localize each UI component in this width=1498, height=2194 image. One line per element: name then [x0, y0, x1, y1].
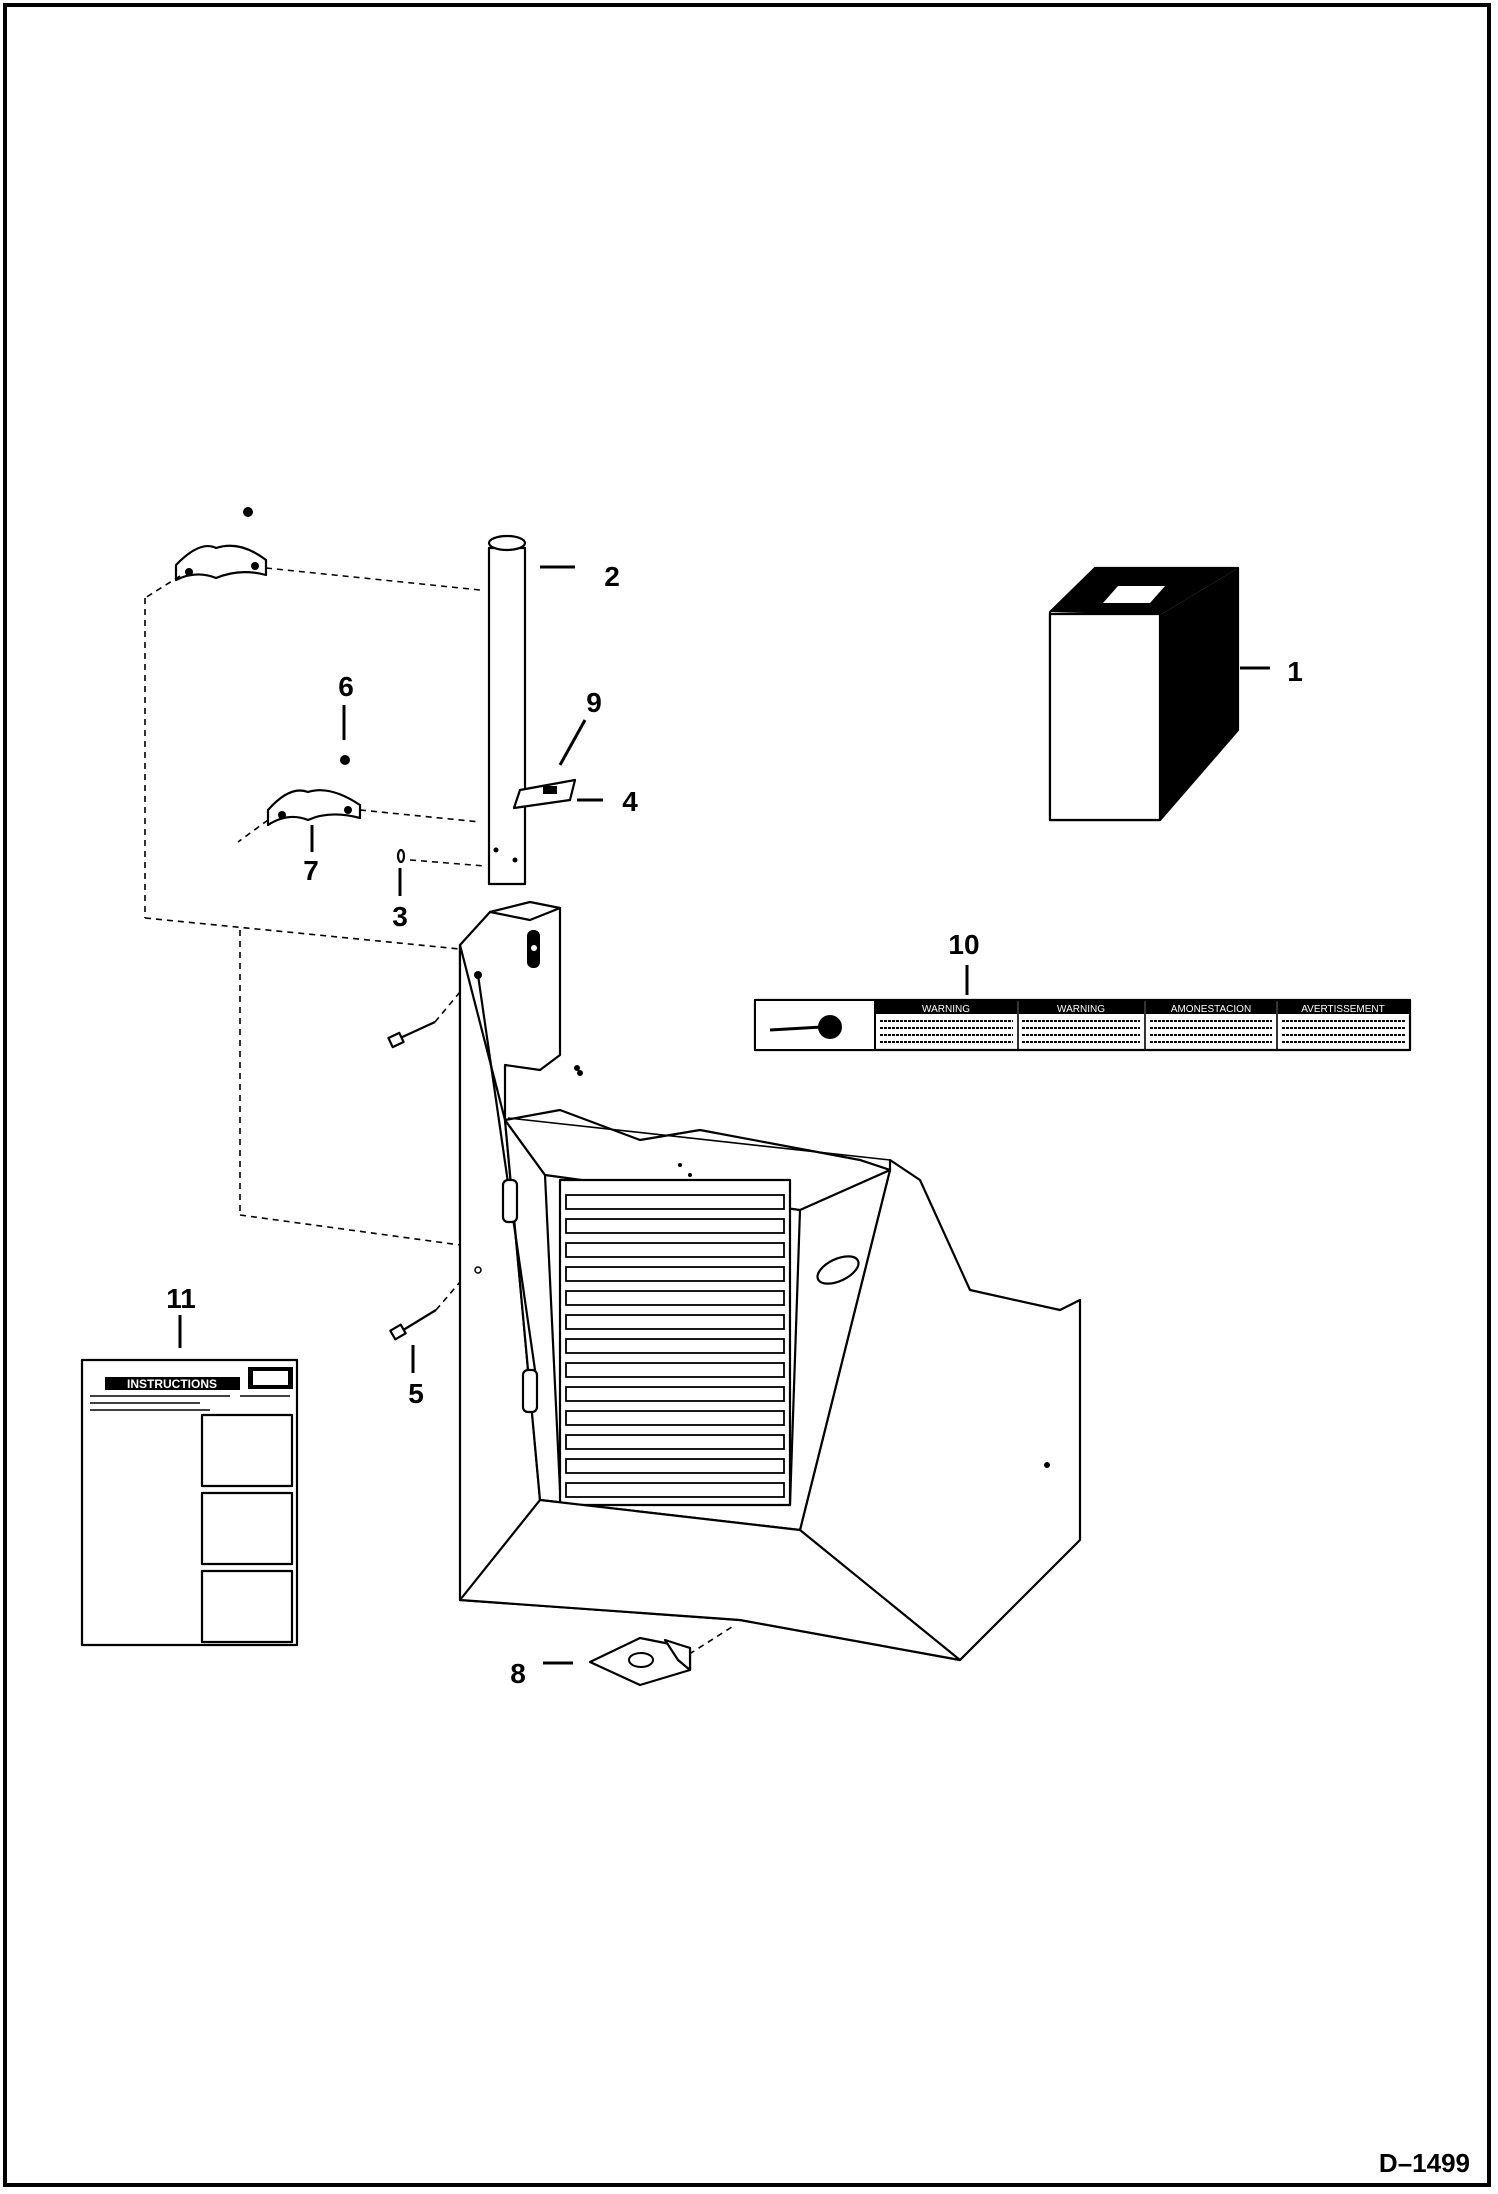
- callout-3: 3: [392, 901, 408, 932]
- radiator-fin: [565, 1314, 785, 1330]
- radiator-fin: [565, 1362, 785, 1378]
- callout-7: 7: [303, 855, 319, 886]
- callout-10: 10: [948, 929, 979, 960]
- radiator-fin: [565, 1410, 785, 1426]
- radiator-fin: [565, 1290, 785, 1306]
- callout-11: 11: [166, 1283, 196, 1314]
- radiator-fin: [565, 1218, 785, 1234]
- part-4-clip: [512, 778, 577, 810]
- callout-2: 2: [604, 561, 620, 592]
- radiator-fins: [565, 1194, 785, 1498]
- leader-lines: [178, 565, 1270, 1665]
- radiator-fin: [565, 1338, 785, 1354]
- part-10-decal: WARNING WARNING AMONESTACION AVERTISSEME…: [753, 998, 1412, 1052]
- callout-4: 4: [622, 786, 638, 817]
- part-11-instructions-sheet: INSTRUCTIONS: [80, 1358, 299, 1647]
- radiator-fin: [565, 1434, 785, 1450]
- callout-1: 1: [1287, 656, 1303, 687]
- part-5-bolts: [387, 1021, 437, 1341]
- decal-fine-print: [880, 1020, 1405, 1043]
- decal-heading-3: AMONESTACION: [1171, 1004, 1251, 1015]
- decal-heading-2: WARNING: [1057, 1004, 1105, 1015]
- assembly-dashed-lines: [144, 567, 736, 1661]
- callout-6: 6: [338, 671, 354, 702]
- radiator-fin: [565, 1266, 785, 1282]
- callout-5: 5: [408, 1378, 424, 1409]
- radiator-fin: [565, 1194, 785, 1210]
- instructions-title: INSTRUCTIONS: [127, 1377, 217, 1391]
- part-3-washer: [396, 848, 406, 864]
- decal-heading-4: AVERTISSEMENT: [1301, 1004, 1385, 1015]
- radiator-housing: [458, 900, 1082, 1662]
- callout-8: 8: [510, 1658, 526, 1689]
- part-8-bracket: [588, 1636, 692, 1687]
- radiator-fin: [565, 1458, 785, 1474]
- part-1-box: [1048, 566, 1240, 822]
- radiator-fin: [565, 1242, 785, 1258]
- page-border: [3, 3, 1491, 2187]
- drawing-id: D–1499: [1379, 2148, 1470, 2178]
- part-2-pipe: [487, 534, 527, 886]
- radiator-fin: [565, 1386, 785, 1402]
- part-7-clamp: [266, 755, 362, 827]
- callout-9: 9: [586, 687, 602, 718]
- radiator-fin: [565, 1482, 785, 1498]
- upper-clamp: [174, 507, 268, 582]
- decal-heading-1: WARNING: [922, 1004, 970, 1015]
